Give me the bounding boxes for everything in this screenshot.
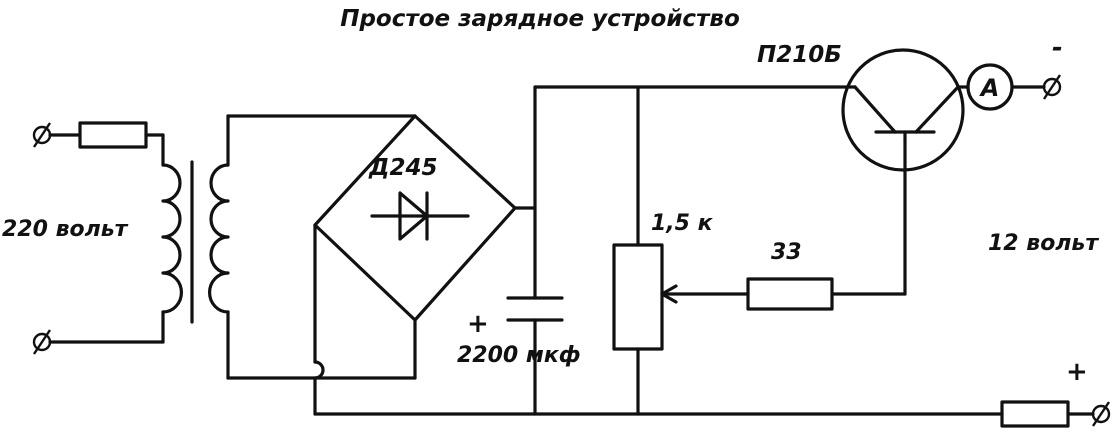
output-terminal-positive: [1091, 401, 1111, 427]
ground-rail: [313, 400, 1095, 428]
filter-capacitor: [506, 296, 564, 416]
output-minus-label: -: [1052, 33, 1063, 63]
pot-label: 1,5 к: [651, 211, 714, 236]
ammeter-label: A: [979, 74, 1000, 102]
input-terminal-top: [32, 122, 52, 148]
transistor: [841, 48, 965, 172]
transformer-secondary-coil: [208, 163, 230, 314]
capacitor-label: 2200 мкф: [457, 343, 581, 368]
input-fuse: [48, 121, 165, 167]
diagram-title: Простое зарядное устройство: [340, 6, 740, 32]
diode-bridge: [313, 114, 517, 416]
secondary-leads: [226, 114, 417, 380]
bridge-label: Д245: [368, 155, 438, 181]
output-terminal-negative: [1042, 74, 1062, 100]
input-terminal-bottom: [32, 329, 52, 355]
primary-lead-bottom: [48, 310, 165, 344]
transformer-primary-coil: [161, 163, 183, 314]
positive-rail: [513, 85, 857, 300]
output-plus-label: +: [1066, 357, 1088, 387]
base-resistor: [746, 138, 907, 311]
potentiometer: [612, 85, 750, 416]
mains-voltage-label: 220 вольт: [2, 217, 129, 242]
capacitor-plus-label: +: [467, 309, 489, 339]
resistor-label: 33: [771, 240, 802, 265]
ammeter: A: [956, 63, 1046, 111]
transistor-label: П210Б: [757, 42, 842, 68]
output-voltage-label: 12 вольт: [988, 231, 1099, 256]
